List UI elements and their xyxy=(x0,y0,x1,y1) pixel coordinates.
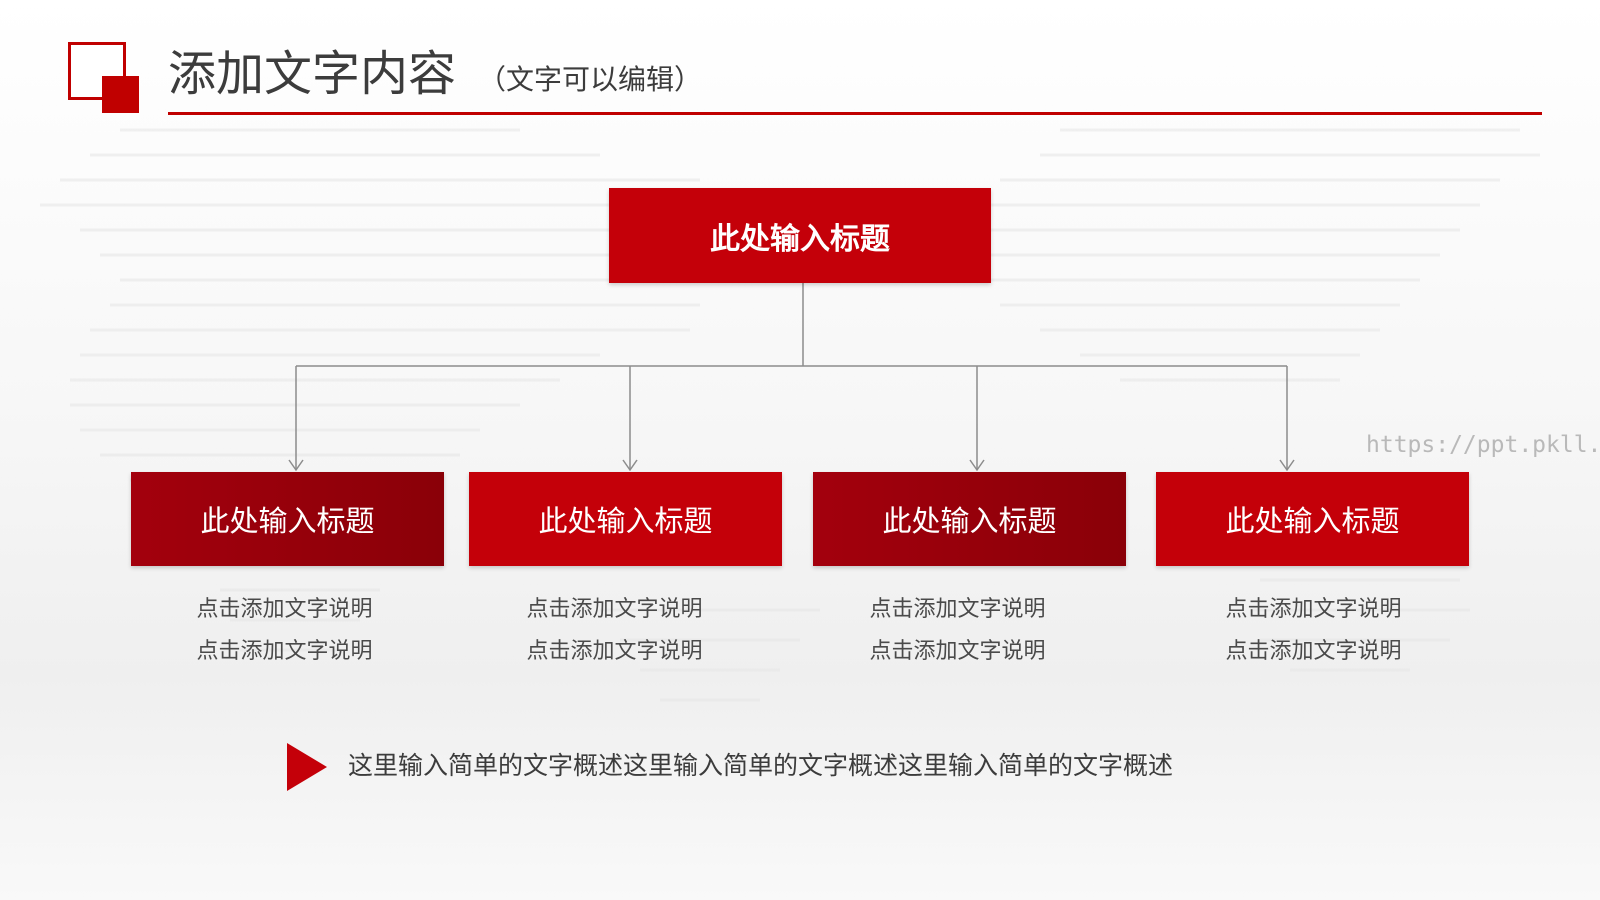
title-divider xyxy=(168,112,1542,115)
child-node-label: 此处输入标题 xyxy=(538,504,713,538)
child-node-label: 此处输入标题 xyxy=(200,504,375,538)
description-line: 点击添加文字说明 xyxy=(1225,597,1402,622)
description-line: 点击添加文字说明 xyxy=(196,639,373,664)
logo-square-outline xyxy=(68,42,126,100)
child-node-label: 此处输入标题 xyxy=(882,504,1057,538)
description-line: 点击添加文字说明 xyxy=(1225,639,1402,664)
root-node[interactable]: 此处输入标题 xyxy=(609,188,991,283)
root-node-label: 此处输入标题 xyxy=(710,221,890,257)
description-line: 点击添加文字说明 xyxy=(869,597,1046,622)
child-node-2[interactable]: 此处输入标题 xyxy=(469,472,782,566)
page-title: 添加文字内容 xyxy=(168,46,457,102)
child-node-label: 此处输入标题 xyxy=(1225,504,1400,538)
watermark-url: https://ppt.pkll.de xyxy=(1366,432,1600,458)
description-line: 点击添加文字说明 xyxy=(526,639,703,664)
description-line: 点击添加文字说明 xyxy=(196,597,373,622)
page-subtitle: （文字可以编辑） xyxy=(478,63,703,96)
child-description-2[interactable]: 点击添加文字说明 点击添加文字说明 xyxy=(458,589,771,673)
child-node-4[interactable]: 此处输入标题 xyxy=(1156,472,1469,566)
child-description-1[interactable]: 点击添加文字说明 点击添加文字说明 xyxy=(128,589,441,673)
world-map-background xyxy=(40,128,1540,702)
child-node-1[interactable]: 此处输入标题 xyxy=(131,472,444,566)
description-line: 点击添加文字说明 xyxy=(526,597,703,622)
child-description-3[interactable]: 点击添加文字说明 点击添加文字说明 xyxy=(801,589,1114,673)
logo-square-fill xyxy=(102,76,139,113)
child-node-3[interactable]: 此处输入标题 xyxy=(813,472,1126,566)
summary-text[interactable]: 这里输入简单的文字概述这里输入简单的文字概述这里输入简单的文字概述 xyxy=(348,751,1174,780)
play-triangle-icon xyxy=(287,743,327,791)
child-description-4[interactable]: 点击添加文字说明 点击添加文字说明 xyxy=(1157,589,1470,673)
description-line: 点击添加文字说明 xyxy=(869,639,1046,664)
